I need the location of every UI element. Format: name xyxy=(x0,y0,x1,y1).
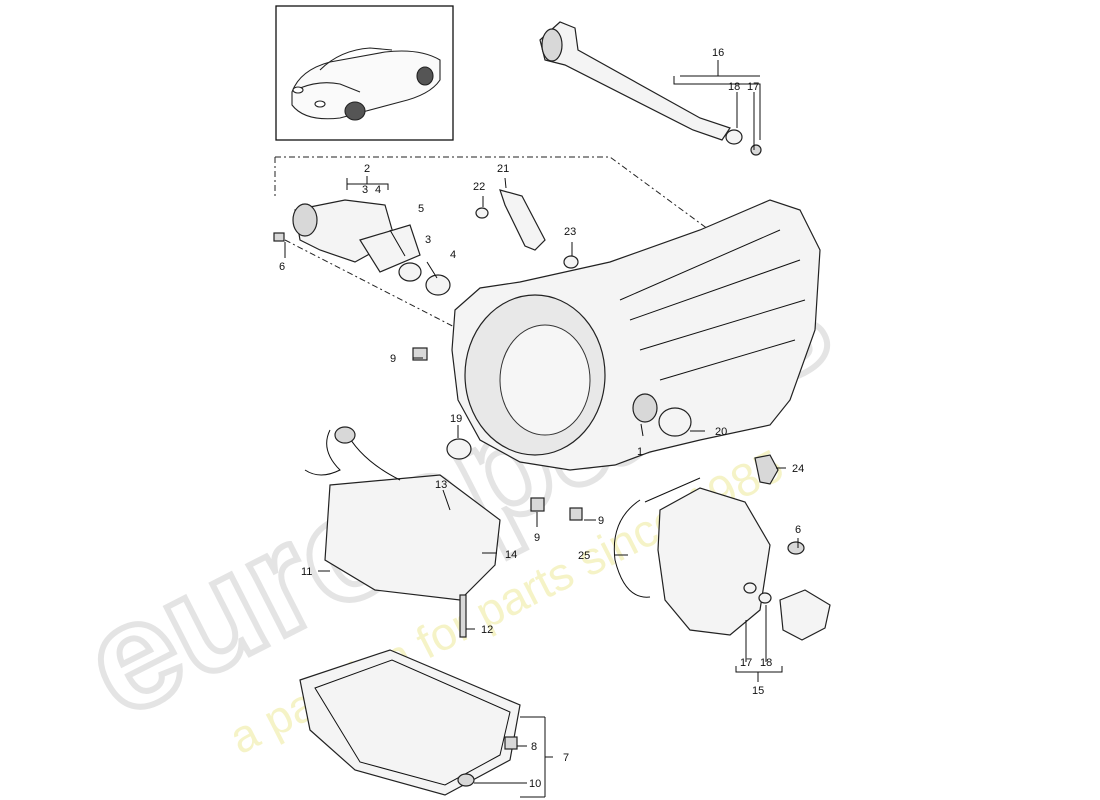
drive-shaft xyxy=(539,21,762,156)
car-thumbnail-icon xyxy=(291,47,441,121)
callout-13: 13 xyxy=(435,479,447,491)
callout-4a: 4 xyxy=(375,184,381,196)
callout-8: 8 xyxy=(531,741,537,753)
callout-4b: 4 xyxy=(450,249,456,261)
bracket-parts xyxy=(475,189,579,269)
callout-10: 10 xyxy=(529,778,541,790)
callout-12: 12 xyxy=(481,624,493,636)
callout-3b: 3 xyxy=(425,234,431,246)
leader-lines xyxy=(284,60,799,798)
transmission-housing xyxy=(451,199,821,471)
callout-3a: 3 xyxy=(362,184,368,196)
callout-1: 1 xyxy=(637,446,643,458)
callout-17b: 17 xyxy=(740,657,752,669)
clutch-housing-parts xyxy=(273,199,451,296)
small-parts xyxy=(412,347,779,521)
callout-16: 16 xyxy=(712,47,724,59)
callout-21: 21 xyxy=(497,163,509,175)
callout-labels: 2 3 4 5 3 4 6 22 21 23 16 18 17 9 19 1 2… xyxy=(279,47,804,790)
callout-9c: 9 xyxy=(598,515,604,527)
callout-23: 23 xyxy=(564,226,576,238)
valve-body xyxy=(304,426,501,638)
callout-2: 2 xyxy=(364,163,370,175)
callout-22: 22 xyxy=(473,181,485,193)
callout-9b: 9 xyxy=(534,532,540,544)
callout-11: 11 xyxy=(301,566,312,578)
callout-6b: 6 xyxy=(795,524,801,536)
callout-7: 7 xyxy=(563,752,569,764)
callout-18a: 18 xyxy=(728,81,740,93)
group-boundary-lower xyxy=(284,239,471,336)
callout-5: 5 xyxy=(418,203,424,215)
callout-9a: 9 xyxy=(390,353,396,365)
callout-17a: 17 xyxy=(747,81,759,93)
callout-6a: 6 xyxy=(279,261,285,273)
callout-19: 19 xyxy=(450,413,462,425)
oil-pan xyxy=(299,649,521,796)
callout-25: 25 xyxy=(578,550,590,562)
callout-14: 14 xyxy=(505,549,517,561)
callout-24: 24 xyxy=(792,463,804,475)
rear-cover xyxy=(613,477,831,641)
car-thumbnail xyxy=(275,5,454,141)
callout-15: 15 xyxy=(752,685,764,697)
callout-18b: 18 xyxy=(760,657,772,669)
callout-20: 20 xyxy=(715,426,727,438)
